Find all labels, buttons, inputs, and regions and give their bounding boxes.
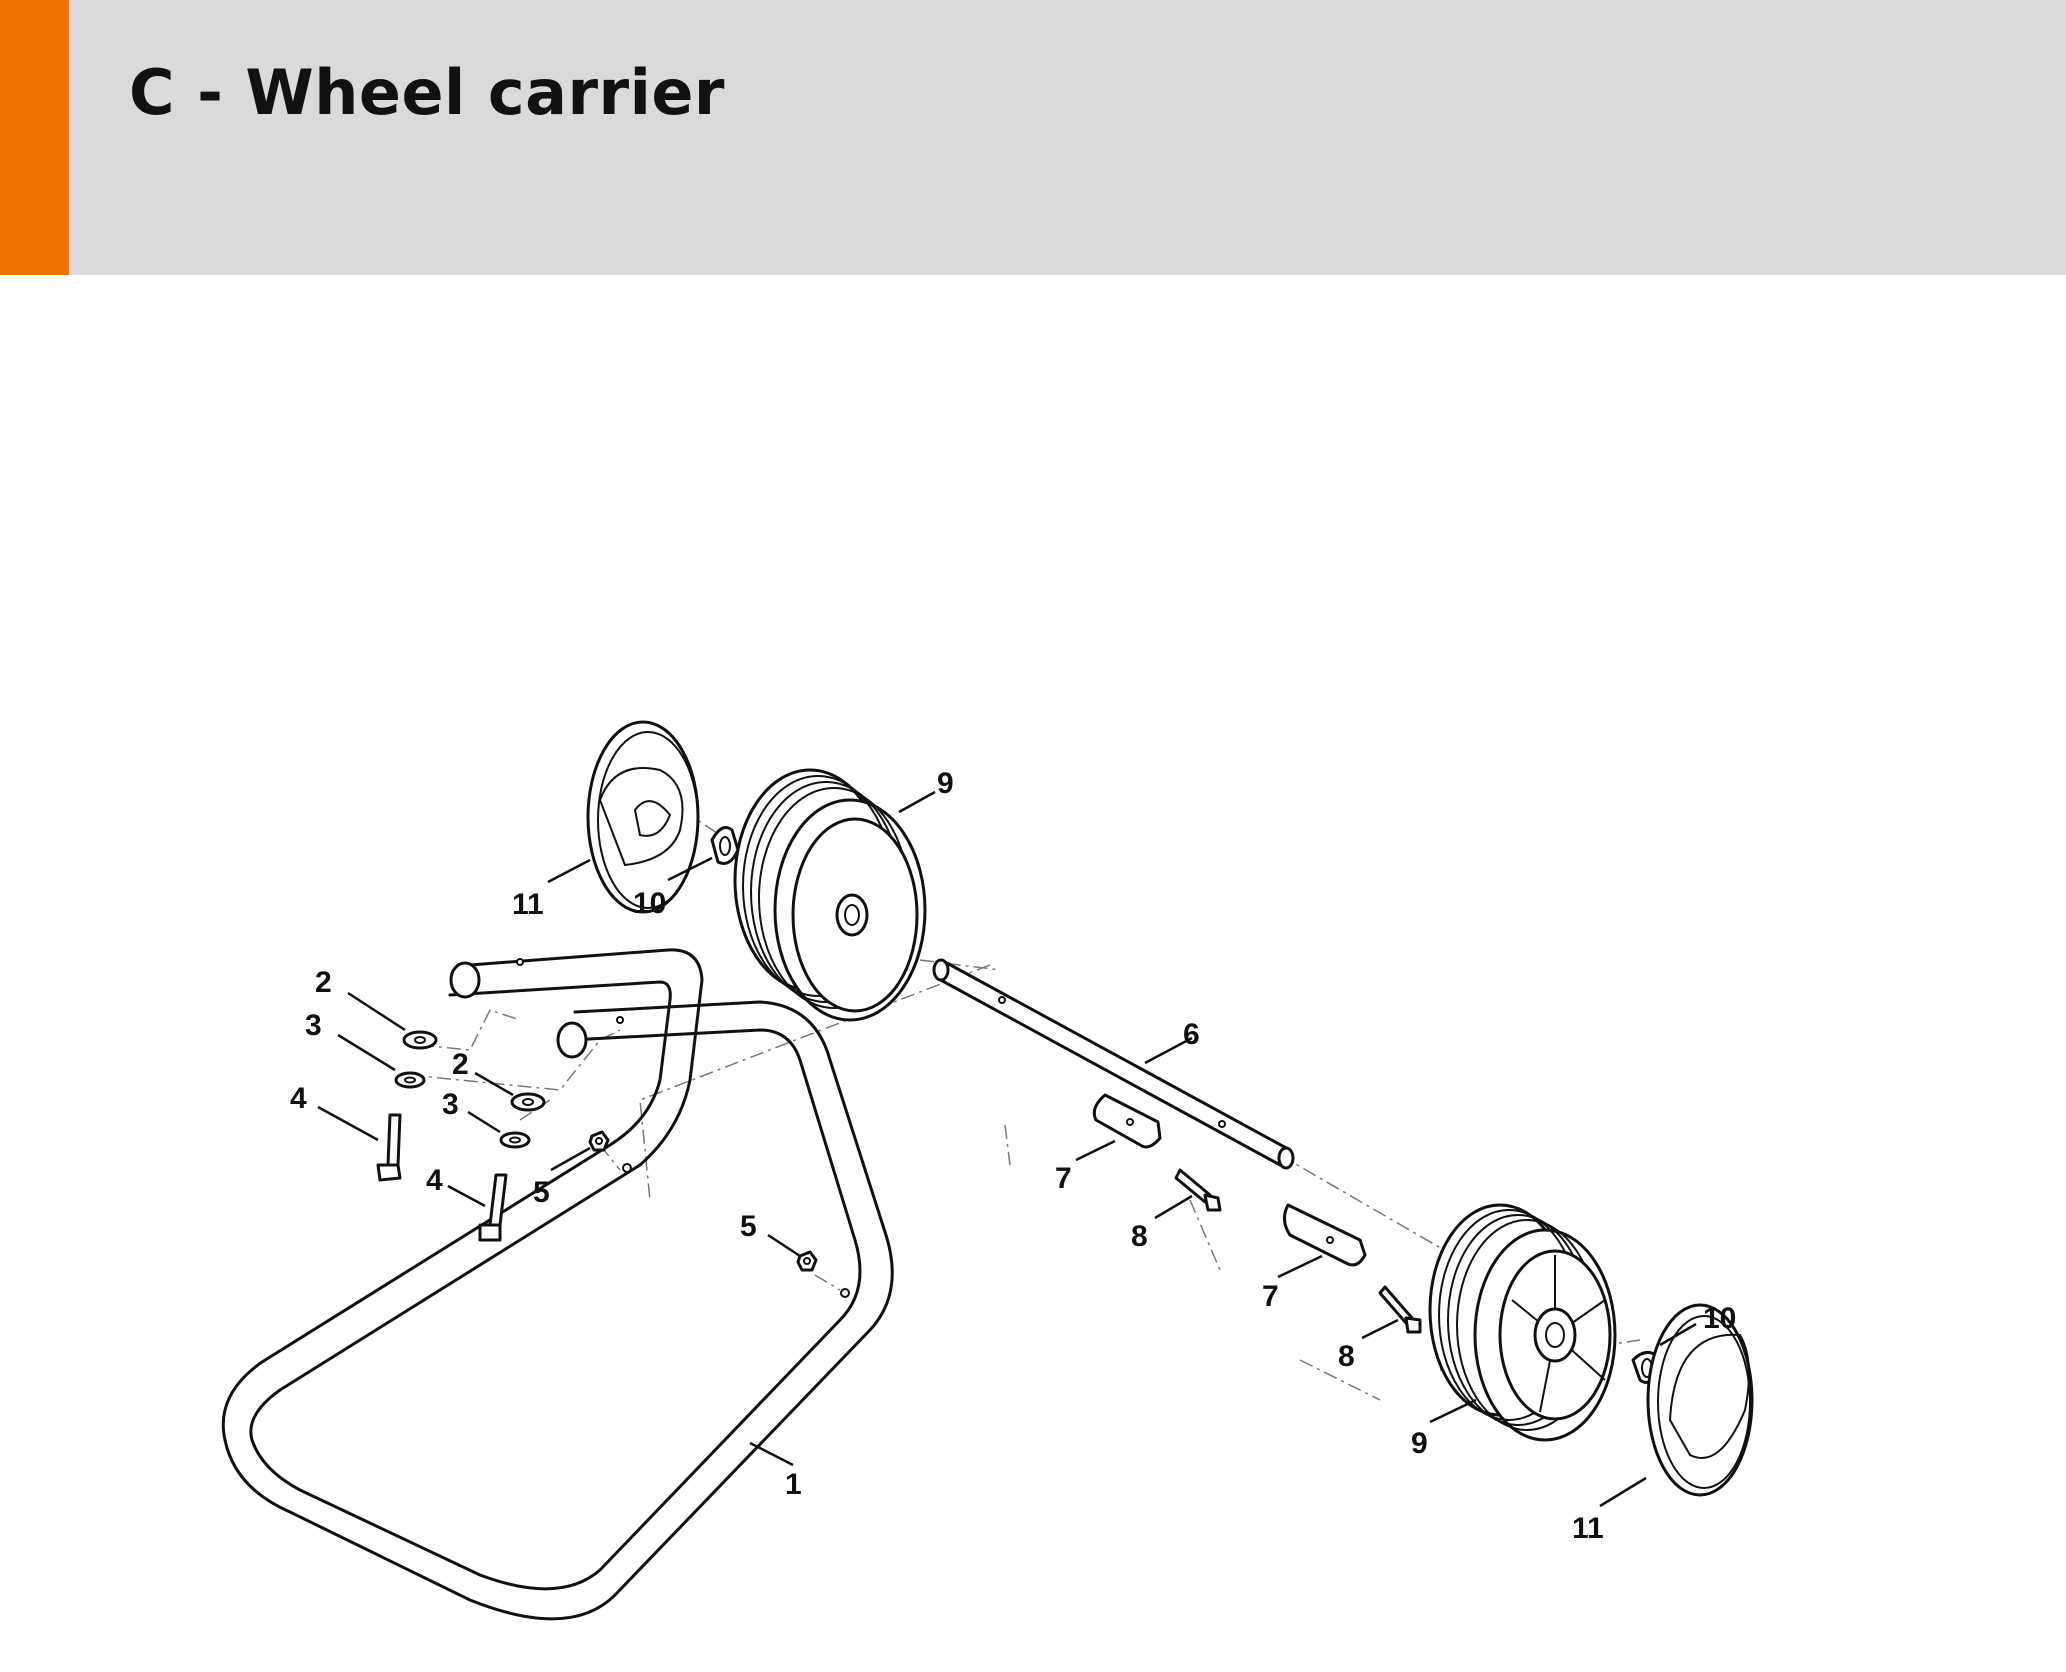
callout-part-5: 5	[533, 1176, 550, 1209]
part-hubcap-lower	[1646, 1303, 1754, 1497]
part-screws	[1174, 1168, 1422, 1334]
callout-part-11: 11	[1572, 1512, 1604, 1545]
part-frame	[221, 948, 894, 1621]
callout-part-8: 8	[1131, 1220, 1148, 1253]
callout-labels: 1 2 2 3 3 4 4 5 5 6 7 7 8 8 9 9 10 10 11…	[290, 767, 1736, 1545]
callout-part-8: 8	[1338, 1340, 1355, 1373]
callout-part-7: 7	[1262, 1280, 1279, 1313]
callout-part-1: 1	[785, 1468, 802, 1501]
callout-part-4: 4	[426, 1164, 443, 1197]
page-title: C - Wheel carrier	[129, 56, 725, 129]
part-axle	[932, 958, 1295, 1170]
part-brackets	[1092, 1093, 1367, 1267]
callout-part-3: 3	[305, 1009, 322, 1042]
callout-part-2: 2	[452, 1048, 469, 1081]
callout-part-4: 4	[290, 1082, 307, 1115]
callout-part-5: 5	[740, 1210, 757, 1243]
callout-part-9: 9	[1411, 1427, 1428, 1460]
callout-part-10: 10	[633, 887, 666, 920]
callout-part-11: 11	[512, 888, 544, 921]
leader-lines	[317, 790, 1697, 1508]
part-wheel-upper	[733, 768, 927, 1022]
callout-part-6: 6	[1183, 1018, 1200, 1051]
part-washers	[394, 1030, 546, 1149]
callout-part-2: 2	[315, 966, 332, 999]
part-hubcap-upper	[586, 720, 700, 914]
callout-part-3: 3	[442, 1088, 459, 1121]
callout-part-7: 7	[1055, 1162, 1072, 1195]
part-nuts	[588, 1130, 818, 1272]
header-accent-bar	[0, 0, 69, 275]
callout-part-10: 10	[1703, 1302, 1736, 1335]
part-wheel-lower	[1428, 1203, 1617, 1442]
page-header: C - Wheel carrier	[0, 0, 2066, 275]
callout-part-9: 9	[937, 767, 954, 800]
part-bolts	[376, 1113, 508, 1242]
